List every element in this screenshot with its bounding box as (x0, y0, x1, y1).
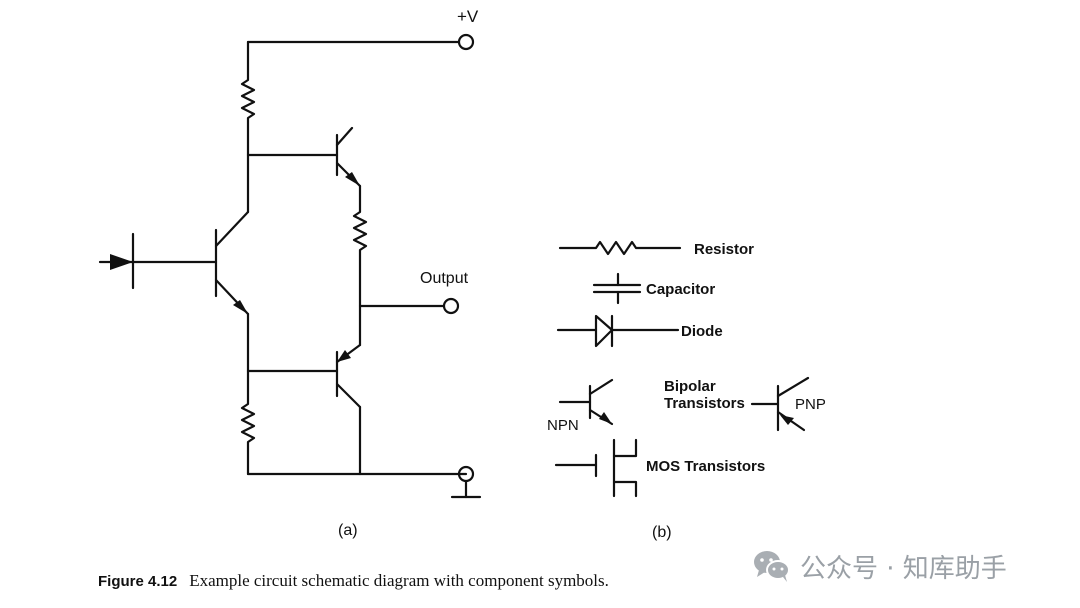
capacitor-symbol (592, 272, 642, 305)
top-resistor (240, 40, 256, 157)
supply-rail (246, 33, 475, 51)
output-terminal (442, 297, 460, 315)
bottom-resistor (240, 369, 256, 476)
supply-label: +V (457, 7, 479, 26)
resistor-symbol (558, 240, 682, 256)
pnp-emitter-arrow (780, 415, 794, 425)
resistor-label: Resistor (694, 241, 754, 258)
diode-label: Diode (681, 323, 723, 340)
mos-label: MOS Transistors (646, 458, 765, 475)
pnp-label: PNP (795, 396, 826, 413)
output-resistor (352, 184, 368, 347)
upper-node-wires (246, 153, 339, 214)
diode-symbol (556, 314, 680, 348)
figure-caption: Figure 4.12 Example circuit schematic dia… (98, 571, 609, 591)
upper-output-emitter-arrow (345, 172, 360, 186)
part-a-label: (a) (338, 522, 358, 539)
ground-rail (246, 465, 482, 499)
output-label: Output (420, 270, 469, 287)
mos-symbol (554, 438, 638, 498)
circuit-diagram: +V Output (a) (b) Resistor Capacitor Dio… (98, 7, 826, 541)
input-transistor (214, 210, 250, 373)
watermark: 公众号 · 知库助手 (752, 548, 1007, 584)
figure-number: Figure 4.12 (98, 573, 178, 590)
lower-output-emitter-arrow (337, 350, 351, 362)
capacitor-label: Capacitor (646, 281, 715, 298)
input-arrowhead (110, 254, 133, 270)
watermark-text: 公众号 · 知库助手 (800, 553, 1007, 584)
lower-output-transistor (335, 343, 362, 476)
caption-text: Example circuit schematic diagram with c… (189, 571, 609, 590)
output-tap (358, 297, 460, 315)
supply-terminal (457, 33, 475, 51)
bipolar-label-line2: Transistors (664, 395, 745, 412)
input-transistor-emitter-arrow (233, 300, 248, 314)
wechat-icon (754, 551, 790, 582)
npn-label: NPN (547, 417, 579, 434)
part-b-label: (b) (652, 524, 672, 541)
npn-emitter-arrow (599, 412, 612, 424)
bipolar-label-line1: Bipolar (664, 378, 716, 395)
